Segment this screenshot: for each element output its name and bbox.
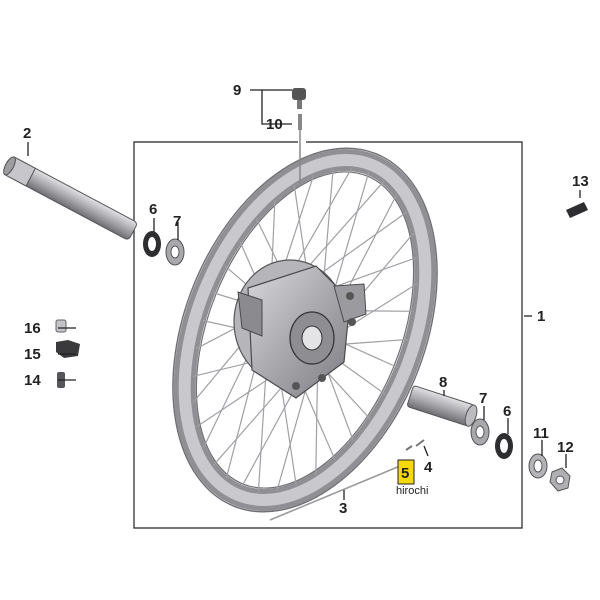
bearing-right: [470, 418, 490, 446]
callout-6-left: 6: [149, 201, 157, 218]
seal-ring-left: [143, 231, 161, 257]
bearing-left: [165, 238, 185, 266]
callout-7-left: 7: [173, 213, 181, 230]
wheel-axle: [3, 156, 137, 240]
callout-7-right: 7: [479, 390, 487, 407]
callout-3: 3: [339, 500, 347, 517]
callout-14: 14: [24, 372, 41, 389]
callout-15: 15: [24, 346, 41, 363]
callout-5: 5: [401, 465, 409, 482]
pin-part-5: [405, 445, 413, 451]
rubber-pad: [566, 202, 588, 218]
callout-10: 10: [266, 116, 283, 133]
watermark-label: hirochi: [396, 485, 428, 497]
callout-9: 9: [233, 82, 241, 99]
callout-11: 11: [533, 425, 549, 442]
axle-nut: [549, 467, 571, 492]
spacer-sleeve: [407, 385, 478, 427]
sensor-cap: [55, 319, 67, 333]
callout-16: 16: [24, 320, 41, 337]
callout-12: 12: [557, 439, 574, 456]
callout-5-highlight: [397, 459, 415, 485]
sensor-bracket: [56, 340, 80, 358]
valve-cap: [292, 88, 306, 109]
collar-bushing: [528, 453, 548, 479]
spoke-part: [269, 465, 401, 521]
callout-13: 13: [572, 173, 589, 190]
assembly-frame: [133, 141, 523, 529]
callout-6-right: 6: [503, 403, 511, 420]
wheel-hub: [233, 259, 367, 399]
pin-part-4: [415, 439, 425, 447]
valve-stem: [298, 114, 302, 186]
callout-8: 8: [439, 374, 447, 391]
leader-lines: [27, 89, 581, 500]
callout-labels: 1 2 3 4 5 6 7 8 7 6 9 10 11 12 13 14 15 …: [23, 82, 589, 517]
callout-1: 1: [537, 308, 545, 325]
seal-ring-right: [495, 433, 513, 459]
callout-4: 4: [424, 459, 433, 476]
callout-2: 2: [23, 125, 31, 142]
